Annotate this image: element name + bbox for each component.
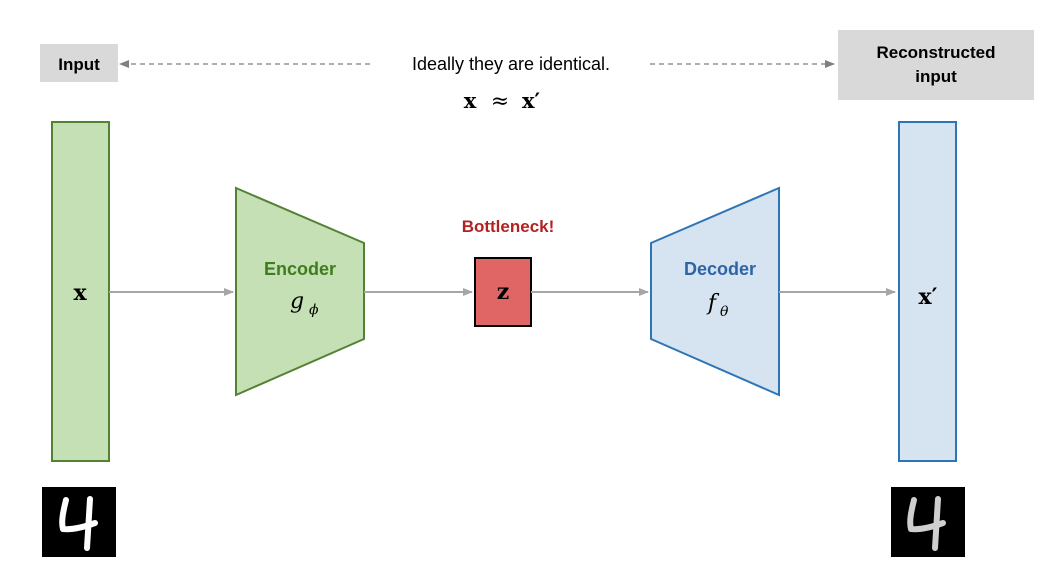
decoder-subscript: θ — [720, 304, 729, 320]
reconstructed-label-box: Reconstructed input — [838, 30, 1034, 100]
input-digit-stroke — [59, 496, 98, 551]
encoder-block: Encoder g ϕ — [235, 186, 365, 397]
decoder-block: Decoder f θ — [650, 186, 780, 397]
input-label: Input — [58, 55, 100, 74]
equation-x: x — [464, 88, 477, 113]
reconstructed-label-line1: Reconstructed — [876, 43, 995, 62]
equation-approx: ≈ — [491, 89, 509, 114]
encoder-label: Encoder — [264, 259, 336, 279]
output-vector-symbol: x′ — [919, 284, 938, 310]
bottleneck-label: Bottleneck! — [462, 217, 555, 236]
input-vector-symbol: x — [73, 280, 87, 306]
bottleneck-symbol: z — [497, 279, 510, 305]
encoder-function: g — [290, 289, 304, 314]
bottleneck-box: z — [474, 257, 532, 327]
input-digit-image — [42, 487, 116, 557]
identical-note: Ideally they are identical. — [412, 54, 610, 74]
input-vector: x — [51, 121, 110, 462]
output-vector: x′ — [898, 121, 957, 462]
equation-xprime: x′ — [522, 88, 541, 113]
equation: x ≈ x′ — [464, 88, 541, 114]
output-digit-image — [891, 487, 965, 557]
input-label-box: Input — [40, 44, 118, 82]
encoder-subscript: ϕ — [309, 302, 319, 318]
decoder-label: Decoder — [684, 259, 756, 279]
output-digit-stroke — [907, 496, 946, 551]
reconstructed-label-line2: input — [915, 67, 957, 86]
